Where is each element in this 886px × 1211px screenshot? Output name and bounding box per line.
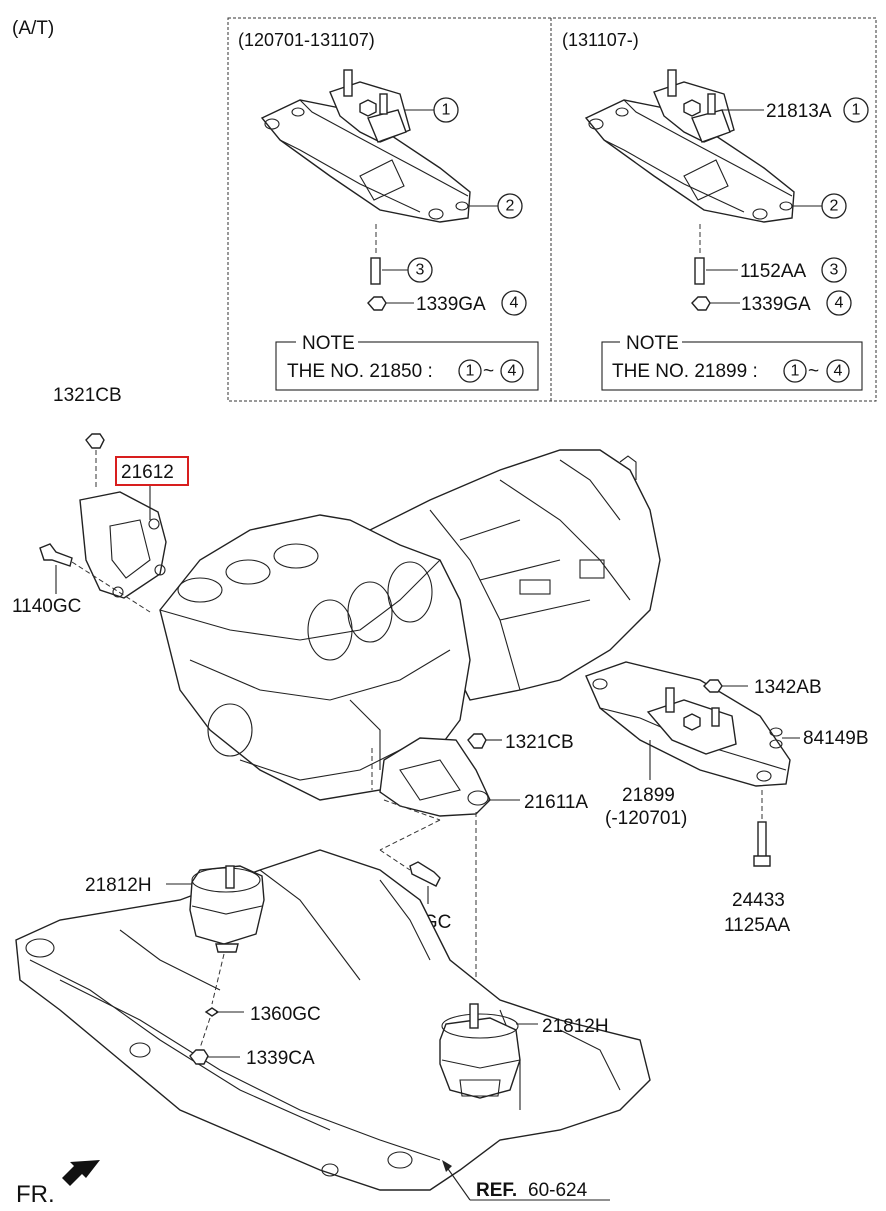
note-title-right: NOTE (626, 333, 679, 354)
label-tm-mount-period: (-120701) (605, 808, 687, 829)
callout-prefix-4-left: 1339GA (416, 294, 486, 315)
panel-right-period: (131107-) (562, 30, 639, 50)
tm-mount-right (585, 661, 791, 867)
panel-frame (227, 17, 877, 402)
panel-left-period: (120701-131107) (238, 30, 375, 50)
subframe-drawing (15, 849, 651, 1191)
note-tilde-left: ~ (483, 361, 494, 382)
plug-icon (769, 739, 783, 749)
note-text-right: THE NO. 21899 : (612, 361, 758, 382)
stud-icon (694, 257, 705, 285)
callout-prefix-4-right: 1339GA (741, 294, 811, 315)
callout-circle-3-right (821, 257, 847, 283)
nut-icon (467, 733, 487, 749)
nut-icon (367, 296, 387, 311)
nut-icon (85, 433, 105, 449)
label-bracket-mid: 21611A (524, 792, 588, 813)
front-label: FR. (16, 1181, 55, 1208)
callout-prefix-3-right: 1152AA (740, 261, 807, 282)
note-to-left: 4 (508, 363, 517, 380)
callout-num-3-right: 3 (830, 262, 839, 279)
label-nut-bottom: 1339CA (246, 1048, 315, 1069)
engine-mount-right (439, 1017, 521, 1099)
variant-label: (A/T) (12, 18, 54, 39)
label-washer: 1360GC (250, 1004, 321, 1025)
label-nut-right: 1342AB (754, 677, 822, 698)
label-nut-top-left: 1321CB (53, 385, 122, 406)
callout-circle-1-right (843, 97, 869, 123)
callout-circle-4-right (826, 290, 852, 316)
label-bolt-left: 1140GC (12, 596, 81, 617)
engine-bracket-mid (371, 733, 491, 1010)
label-nut-mid: 1321CB (505, 732, 574, 753)
callout-num-4-right: 4 (835, 295, 844, 312)
note-from-left: 1 (466, 363, 475, 380)
callout-circle-3-left (407, 257, 433, 283)
label-plug-right: 84149B (803, 728, 869, 749)
engine-transmission-drawing (159, 449, 661, 801)
label-mount-left: 21812H (85, 875, 152, 896)
stud-icon (370, 257, 381, 285)
bolt-icon (409, 861, 441, 887)
label-bracket-highlight[interactable]: 21612 (121, 462, 174, 483)
label-tm-mount: 21899 (622, 785, 675, 806)
note-title-left: NOTE (302, 333, 355, 354)
callout-num-1-left: 1 (442, 102, 451, 119)
label-mount-right: 21812H (542, 1016, 609, 1037)
note-box-left (275, 341, 539, 391)
front-arrow-icon (62, 1160, 100, 1186)
ref-label: REF. (476, 1180, 517, 1201)
callout-num-3-left: 3 (416, 262, 425, 279)
highlight-box (115, 456, 189, 486)
note-to-right: 4 (834, 363, 843, 380)
nut-icon (189, 1049, 209, 1065)
ref-pointer (442, 1160, 610, 1201)
callout-circle-1-left (433, 97, 459, 123)
callout-num-4-left: 4 (510, 295, 519, 312)
panel-right: (131107-) 21813A 1 2 (562, 30, 869, 391)
note-box-right (601, 341, 863, 391)
callout-num-2-right: 2 (830, 198, 839, 215)
callout-circle-2-right (821, 193, 847, 219)
plug-icon (769, 727, 783, 737)
bolt-icon (39, 543, 73, 567)
callout-num-1-right: 1 (852, 102, 861, 119)
callout-circle-2-left (497, 193, 523, 219)
bolt-icon (757, 821, 767, 861)
note-text-left: THE NO. 21850 : (287, 361, 433, 382)
tm-crossmember-right (584, 69, 795, 223)
note-tilde-right: ~ (808, 361, 819, 382)
callout-prefix-1-right: 21813A (766, 101, 832, 122)
callout-circle-4-left (501, 290, 527, 316)
note-from-right: 1 (791, 363, 800, 380)
label-bolt-right-1: 24433 (732, 890, 785, 911)
ref-number[interactable]: 60-624 (528, 1180, 588, 1201)
variant-panels: (120701-131107) 1 (227, 17, 877, 402)
label-bolt-right-2: 1125AA (724, 915, 791, 936)
engine-bracket-left (39, 433, 167, 613)
nut-icon (691, 296, 711, 311)
tm-crossmember-left (260, 69, 471, 223)
callout-num-2-left: 2 (506, 198, 515, 215)
panel-left: (120701-131107) 1 (238, 30, 539, 391)
